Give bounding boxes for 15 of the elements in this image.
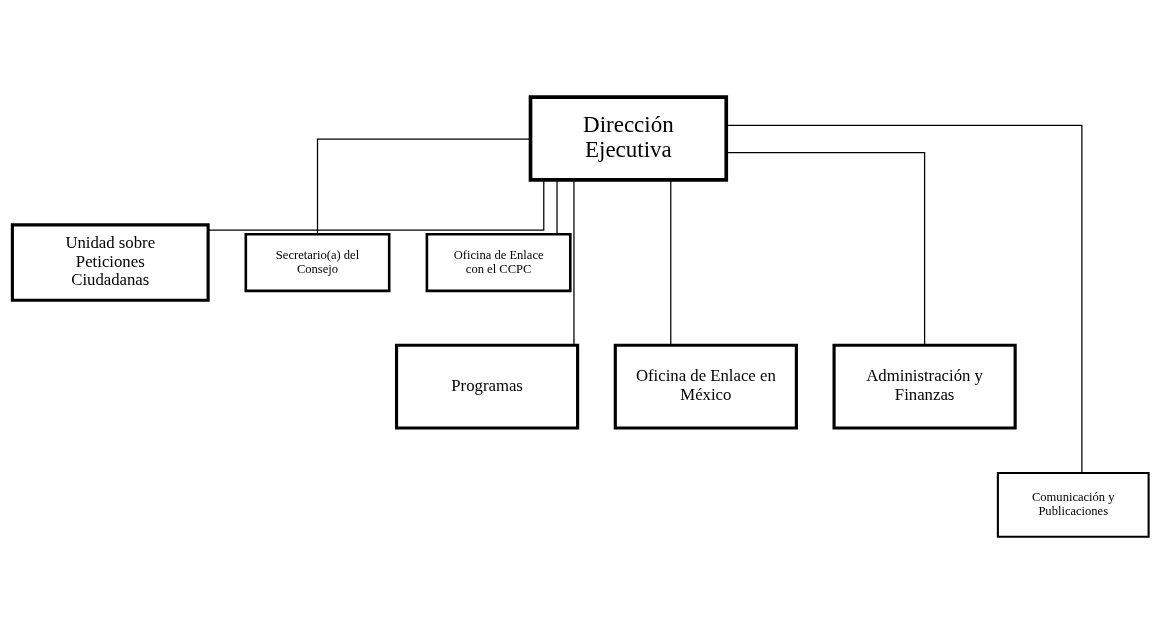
node-box: Unidad sobre Peticiones Ciudadanas <box>10 222 210 302</box>
connector <box>726 151 926 346</box>
connector <box>316 137 532 235</box>
node-box: Secretario(a) del Consejo <box>244 232 391 292</box>
connector <box>573 178 575 346</box>
connector <box>725 124 1083 473</box>
connector <box>670 178 672 346</box>
node-box: Administración y Finanzas <box>832 343 1017 429</box>
connector <box>556 179 558 235</box>
node-box: Oficina de Enlace en México <box>613 343 798 429</box>
connector <box>207 178 545 231</box>
node-box: Programas <box>394 343 580 429</box>
node-box: Comunicación y Publicaciones <box>996 471 1150 538</box>
node-box: Dirección Ejecutiva <box>528 94 729 182</box>
node-box: Oficina de Enlace con el CCPC <box>425 232 572 292</box>
